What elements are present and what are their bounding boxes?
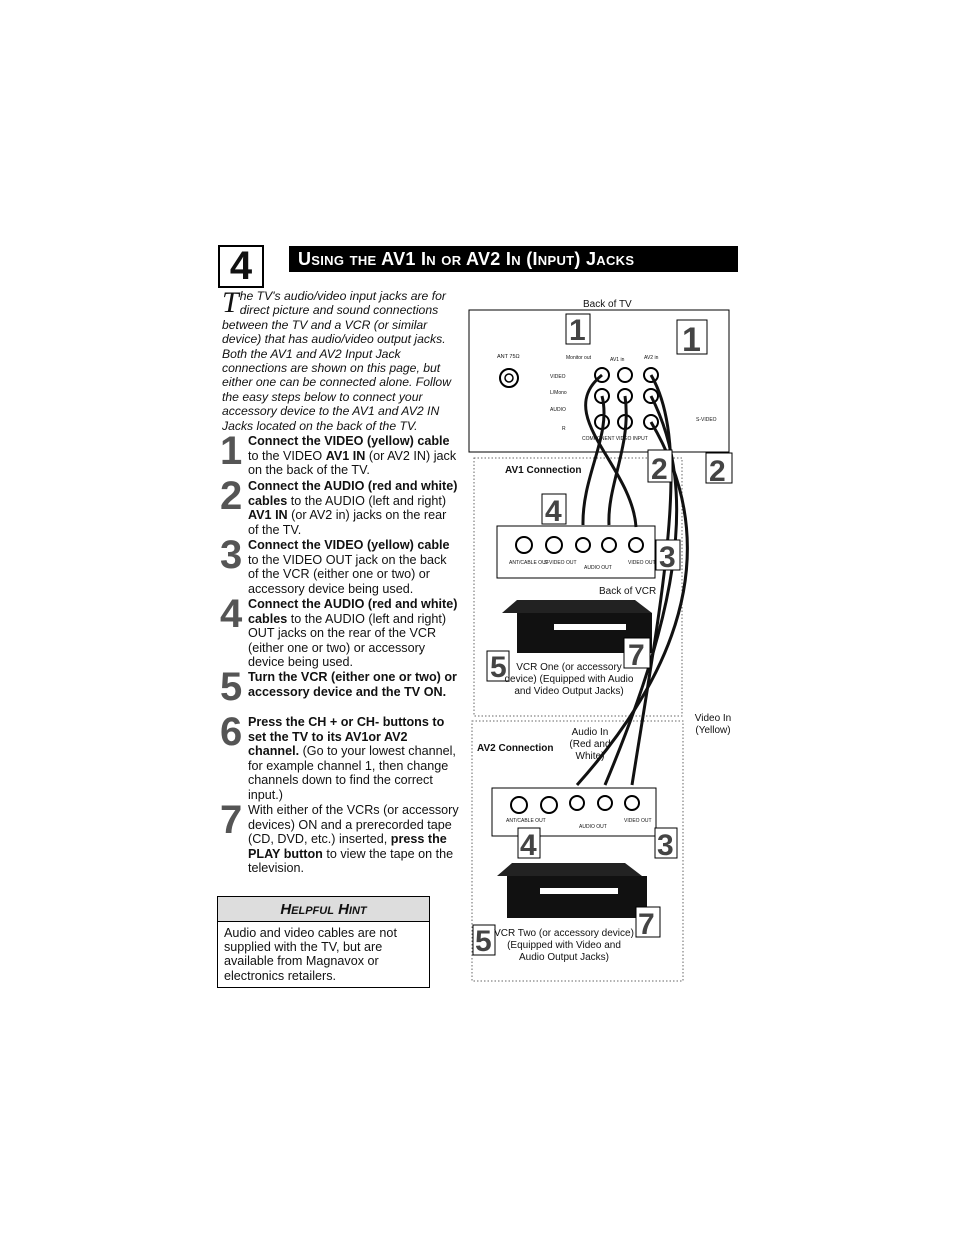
callout-7: 7 (628, 639, 645, 672)
callout-5: 5 (475, 925, 492, 958)
step-4: 4 Connect the AUDIO (red and white) cabl… (220, 592, 460, 670)
vcr1-audio-out-label: AUDIO OUT (584, 565, 612, 571)
callout-5: 5 (490, 651, 507, 684)
step-text: (Go to your lowest channel, for example … (248, 744, 456, 802)
video-label: VIDEO (550, 374, 566, 380)
vcr1-top (502, 600, 652, 613)
vcr1-jacks (515, 536, 644, 554)
component-label: COMPONENT VIDEO INPUT (582, 436, 648, 442)
drop-cap: T (222, 286, 239, 319)
step-bold: AV1 IN (325, 448, 366, 463)
ant-label: ANT 75Ω (497, 354, 520, 360)
section-number: 4 (218, 244, 264, 288)
callout-4: 4 (520, 829, 537, 862)
step-text: to the AUDIO (left and right) (287, 493, 447, 508)
step-bold: Connect the AUDIO (red and white) cables (248, 597, 458, 626)
helpful-hint-box: Helpful Hint Audio and video cables are … (217, 896, 430, 988)
vcr2-top (497, 863, 642, 876)
vcr2-jacks (510, 795, 640, 814)
av1-region (473, 457, 683, 717)
step-text: (or AV2 IN) jack on the back of the TV. (248, 448, 457, 478)
vcr2-body (507, 876, 647, 918)
av2-connection-label: AV2 Connection (477, 743, 553, 754)
step-7: 7 With either of the VCRs (or accessory … (220, 798, 460, 876)
callout-2: 2 (709, 455, 726, 488)
video-in-label: Video In (Yellow) (694, 713, 732, 736)
vcr2-audio-out-label: AUDIO OUT (579, 824, 607, 830)
av1-in-label: AV1 in (610, 357, 625, 363)
step-text: to the VIDEO OUT jack on the back of the… (248, 552, 447, 596)
callout-3: 3 (657, 829, 674, 862)
step-bold: Connect the VIDEO (yellow) cable (248, 434, 450, 448)
av1-connection-label: AV1 Connection (505, 465, 581, 476)
step-text: to the AUDIO (left and right) OUT jacks … (248, 611, 447, 670)
connection-diagram: Back of TV ANT 75Ω Monitor out AV1 in AV… (462, 295, 762, 990)
audio-in-label: Audio In (Red and White) (569, 727, 611, 762)
step-bold: press the PLAY button (248, 832, 447, 861)
back-of-tv-label: Back of TV (583, 299, 632, 310)
callout-3: 3 (659, 541, 676, 574)
callout-1: 1 (682, 321, 701, 359)
callout-7: 7 (638, 908, 655, 941)
vcr2-anticable-label: ANT/CABLE OUT (506, 818, 546, 824)
hint-title: Helpful Hint (218, 897, 429, 922)
step-1: 1 Connect the VIDEO (yellow) cable to th… (220, 429, 460, 478)
step-text: With either of the VCRs (or accessory de… (248, 803, 459, 847)
r-label: R (562, 426, 566, 432)
s-video-label: S-VIDEO (696, 417, 717, 423)
vcr1-anticable-label: ANT/CABLE OUT (509, 560, 549, 566)
step-bold: Connect the AUDIO (red and white) cables (248, 479, 458, 508)
hint-text: Audio and video cables are not supplied … (224, 926, 397, 983)
step-number: 1 (220, 429, 243, 473)
step-text: to the VIDEO (248, 448, 326, 463)
intro-text: he TV's audio/video input jacks are for … (222, 289, 452, 433)
av2-region (471, 720, 684, 982)
callout-numbers: 1 1 2 2 4 3 5 7 4 3 5 7 (472, 313, 733, 958)
lmono-label: L/Mono (550, 390, 567, 396)
step-bold: Connect the VIDEO (yellow) cable (248, 538, 450, 552)
step-number: 3 (220, 533, 243, 577)
step-number: 6 (220, 710, 243, 754)
av2-in-label: AV2 in (644, 355, 659, 361)
vcr1-svideo-label: S-VIDEO OUT (544, 560, 577, 566)
callout-2: 2 (651, 453, 668, 486)
vcr2-video-out-label: VIDEO OUT (624, 818, 652, 824)
step-5: 5 Turn the VCR (either one or two) or ac… (220, 667, 460, 707)
step-number: 5 (220, 665, 243, 709)
step-text: (or AV2 in) jacks on the rear of the TV. (248, 508, 447, 537)
diagram-svg: Back of TV ANT 75Ω Monitor out AV1 in AV… (468, 299, 733, 982)
step-bold: Turn the VCR (either one or two) or acce… (248, 670, 457, 699)
callout-1: 1 (569, 314, 586, 347)
step-number: 2 (220, 474, 243, 518)
monitor-out-label: Monitor out (566, 355, 592, 361)
step-bold: AV1 IN (248, 508, 288, 523)
audio-label: AUDIO (550, 407, 566, 413)
step-number: 7 (220, 798, 243, 842)
step-text: to view the tape on the television. (248, 846, 454, 876)
vcr-two-caption: VCR Two (or accessory device) (Equipped … (494, 928, 634, 963)
vcr1-video-out-label: VIDEO OUT (628, 560, 656, 566)
step-3: 3 Connect the VIDEO (yellow) cable to th… (220, 533, 460, 596)
step-bold: Press the CH + or CH- buttons to set the… (248, 715, 445, 759)
vcr-one-caption: VCR One (or accessory device) (Equipped … (504, 662, 634, 697)
step-number: 4 (220, 592, 243, 636)
section-title: Using the AV1 In or AV2 In (Input) Jacks (289, 246, 738, 272)
callout-4: 4 (545, 495, 562, 528)
back-of-vcr-label: Back of VCR (599, 586, 656, 597)
step-2: 2 Connect the AUDIO (red and white) cabl… (220, 474, 460, 537)
step-6: 6 Press the CH + or CH- buttons to set t… (220, 710, 460, 803)
